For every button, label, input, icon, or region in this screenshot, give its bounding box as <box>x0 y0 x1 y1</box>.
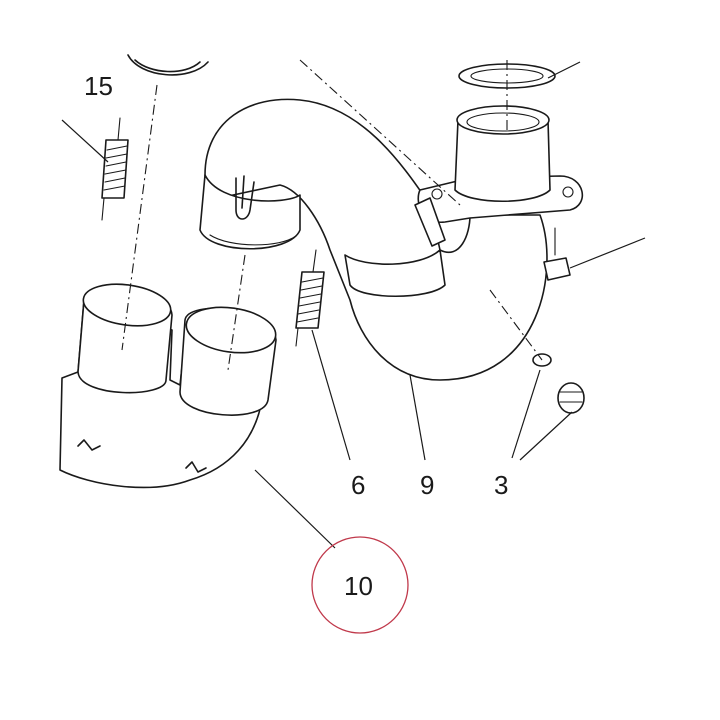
collector-10 <box>59 283 277 489</box>
upper-pipe-end <box>127 54 209 76</box>
callout-9: 9 <box>420 470 434 500</box>
callout-6: 6 <box>351 470 365 500</box>
center-lines <box>121 59 543 371</box>
callout-15: 15 <box>84 71 113 101</box>
leader-lines <box>61 61 646 549</box>
callout-10: 10 <box>344 571 373 601</box>
flange-nut <box>543 227 571 281</box>
highlight-circle <box>311 536 409 634</box>
spring-6 <box>295 249 325 347</box>
spring-15 <box>101 117 129 221</box>
plug-and-washer-3 <box>532 353 585 414</box>
pipe-9 <box>199 98 584 381</box>
callout-3: 3 <box>494 470 508 500</box>
